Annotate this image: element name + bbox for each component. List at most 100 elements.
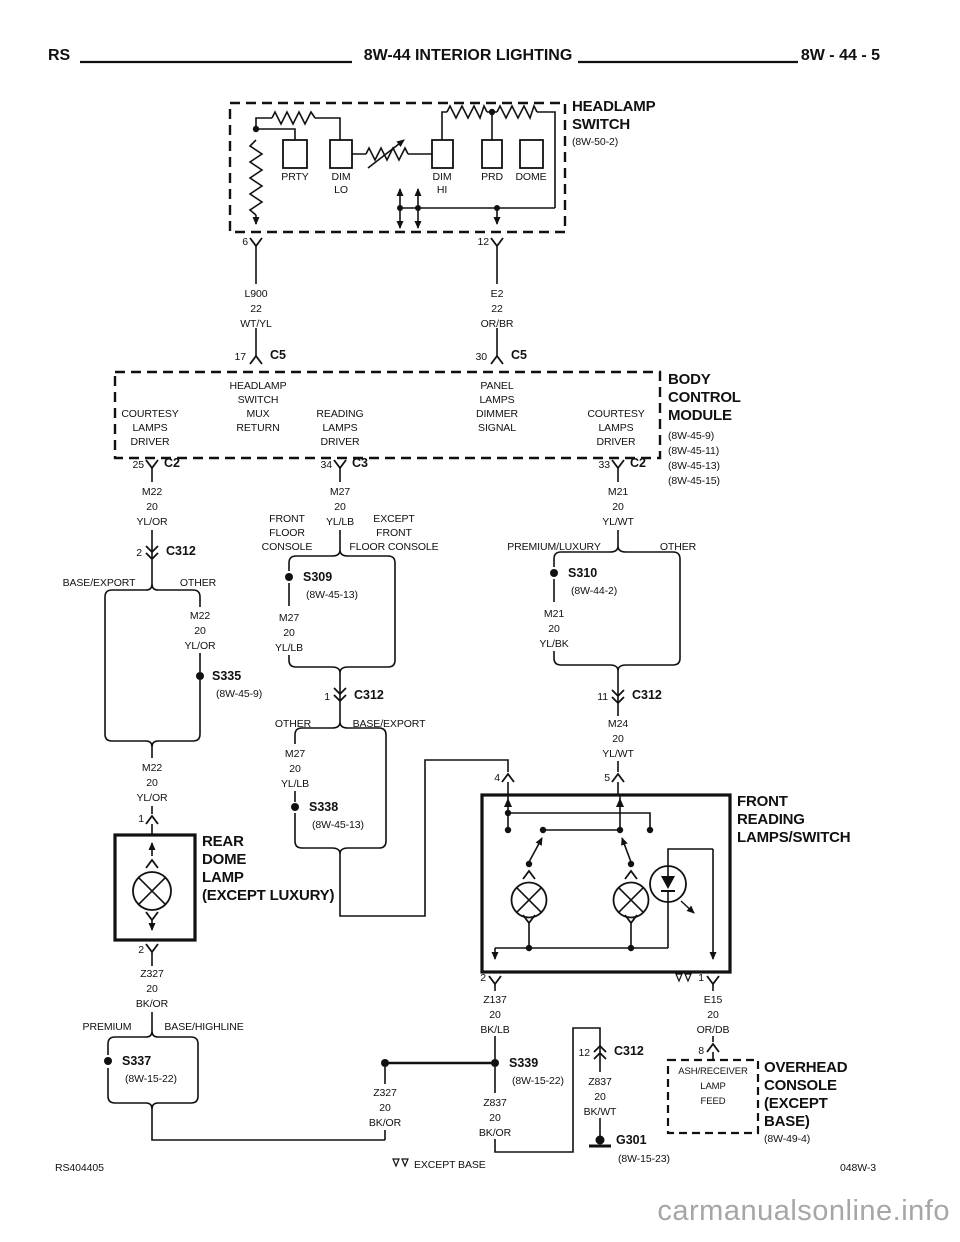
branch-other: OTHER: [659, 541, 697, 553]
bulb-icon: [132, 871, 172, 911]
wire-l900-circuit: L900: [244, 288, 268, 300]
wire-z837-or-color: BK/OR: [478, 1127, 512, 1139]
wire-z837-wt-circuit: Z837: [588, 1076, 612, 1088]
switch-position-prd: PRD: [481, 171, 503, 183]
wire-e2-gauge: 22: [491, 303, 503, 315]
resistor-icon: [496, 103, 538, 121]
wire-m21-gauge: 20: [612, 501, 624, 513]
branch-except-front-floor: EXCEPT: [373, 513, 415, 525]
bcm-courtesy-left: DRIVER: [130, 436, 170, 448]
branch-premium: PREMIUM: [82, 1021, 132, 1033]
branch-other: OTHER: [274, 718, 312, 730]
pin-12-label: 12: [578, 1047, 591, 1059]
wire-z327-color: BK/OR: [368, 1117, 402, 1129]
splice-s309-name: S309: [303, 570, 333, 584]
splice-s335-name: S335: [212, 669, 242, 683]
front-reading-lamps-name: READING: [737, 811, 805, 828]
wire-m27-circuit: M27: [329, 486, 351, 498]
arrow-up-icon: [504, 798, 512, 807]
wire-z327-circuit: Z327: [140, 968, 164, 980]
branch-except-front-floor: FRONT: [376, 527, 412, 539]
wire-m27-gauge: 20: [289, 763, 301, 775]
connector-fork-icon: [249, 237, 504, 365]
splice-dot-s335: [196, 672, 204, 680]
branch-front-floor-console: CONSOLE: [261, 541, 313, 553]
wire-e15-circuit: E15: [703, 994, 723, 1006]
branch-other: OTHER: [179, 577, 217, 589]
pin-2-label: 2: [480, 972, 486, 984]
pin-1-label: 1: [138, 813, 144, 825]
split-bracket: [104, 583, 201, 598]
wire-m24-color: YL/WT: [602, 748, 634, 760]
wire-z137-color: BK/LB: [480, 1024, 510, 1036]
pin-34-label: 34: [320, 459, 333, 471]
footnote-except-base: EXCEPT BASE: [414, 1159, 486, 1171]
wire-z327-color: BK/OR: [135, 998, 169, 1010]
connector-c5-name: C5: [511, 348, 527, 362]
overhead-console-ref: (8W-49-4): [764, 1133, 811, 1145]
connector-c312-name: C312: [632, 688, 662, 702]
wire-m27-circuit: M27: [278, 612, 300, 624]
bcm-title: BODY: [668, 371, 711, 388]
overhead-console-feed: LAMP: [700, 1081, 726, 1092]
wire-m24-gauge: 20: [612, 733, 624, 745]
splice-s310-ref: (8W-44-2): [571, 585, 618, 597]
pin-11-label: 11: [597, 691, 608, 703]
right-branch-wiring: [550, 530, 681, 795]
bcm-courtesy-right: DRIVER: [596, 436, 636, 448]
split-bracket: [107, 1030, 199, 1045]
wire-m22-color: YL/OR: [136, 792, 168, 804]
switch-position-dim-lo: DIM: [331, 171, 351, 183]
headlamp-switch-ref: (8W-50-2): [572, 136, 619, 148]
pin-17-label: 17: [234, 351, 247, 363]
switch-contact: [528, 837, 543, 863]
wire-m21-bk-color: YL/BK: [539, 638, 569, 650]
splice-s339-ref: (8W-15-22): [512, 1075, 564, 1087]
switch-position-prty: PRTY: [281, 171, 309, 183]
ground-g301-name: G301: [616, 1133, 647, 1147]
footer-sheet-number: 048W-3: [840, 1162, 876, 1174]
branch-base-export: BASE/EXPORT: [352, 718, 426, 730]
connector-c3-name: C3: [352, 456, 368, 470]
splice-dot-s339: [491, 1059, 499, 1067]
bulb-icon: [612, 881, 650, 919]
wire-m22-color: YL/OR: [184, 640, 216, 652]
headlamp-switch-name: HEADLAMP: [572, 98, 656, 115]
bcm-courtesy-left: LAMPS: [132, 422, 168, 434]
branch-front-floor-console: FRONT: [269, 513, 305, 525]
branch-except-front-floor: FLOOR CONSOLE: [349, 541, 439, 553]
rear-dome-lamp: [113, 833, 197, 1031]
wire-z837-wt-color: BK/WT: [583, 1106, 617, 1118]
connector-fork-icon: [611, 772, 625, 783]
splice-dot-s309: [285, 573, 293, 581]
bcm-mux-return: HEADLAMP: [229, 380, 287, 392]
splice-s338-name: S338: [309, 800, 339, 814]
bcm-reading-driver: LAMPS: [322, 422, 358, 434]
connector-fork-icon: [145, 459, 625, 470]
branch-premium-luxury: PREMIUM/LUXURY: [507, 541, 601, 553]
bulb-icon: [510, 881, 548, 919]
pin-6-label: 6: [242, 236, 248, 248]
pin-25-label: 25: [132, 459, 145, 471]
wire-z837-or-gauge: 20: [489, 1112, 501, 1124]
bcm-panel-dimmer: DIMMER: [476, 408, 518, 420]
watermark: carmanualsonline.info: [657, 1195, 950, 1227]
connector-fork-icon: [706, 1042, 720, 1053]
bcm-ref: (8W-45-13): [668, 460, 720, 472]
rear-dome-lamp-name: DOME: [202, 851, 247, 868]
merge-bracket: [107, 1095, 199, 1110]
wire-z837-or-circuit: Z837: [483, 1097, 507, 1109]
wire-l900-gauge: 22: [250, 303, 262, 315]
overhead-console-name: OVERHEAD: [764, 1059, 848, 1076]
wire-m27-color: YL/LB: [280, 778, 310, 790]
c312-connector-icon: [333, 687, 347, 703]
wire-z327-circuit: Z327: [373, 1087, 397, 1099]
connector-fork-icon: [488, 975, 720, 986]
bcm-mux-return: RETURN: [236, 422, 280, 434]
wire-z137-gauge: 20: [489, 1009, 501, 1021]
bcm-title: CONTROL: [668, 389, 741, 406]
merge-bracket: [104, 733, 201, 748]
pin-2-label: 2: [136, 547, 142, 559]
front-reading-lamps-name: LAMPS/SWITCH: [737, 829, 851, 846]
splice-s338-ref: (8W-45-13): [312, 819, 364, 831]
